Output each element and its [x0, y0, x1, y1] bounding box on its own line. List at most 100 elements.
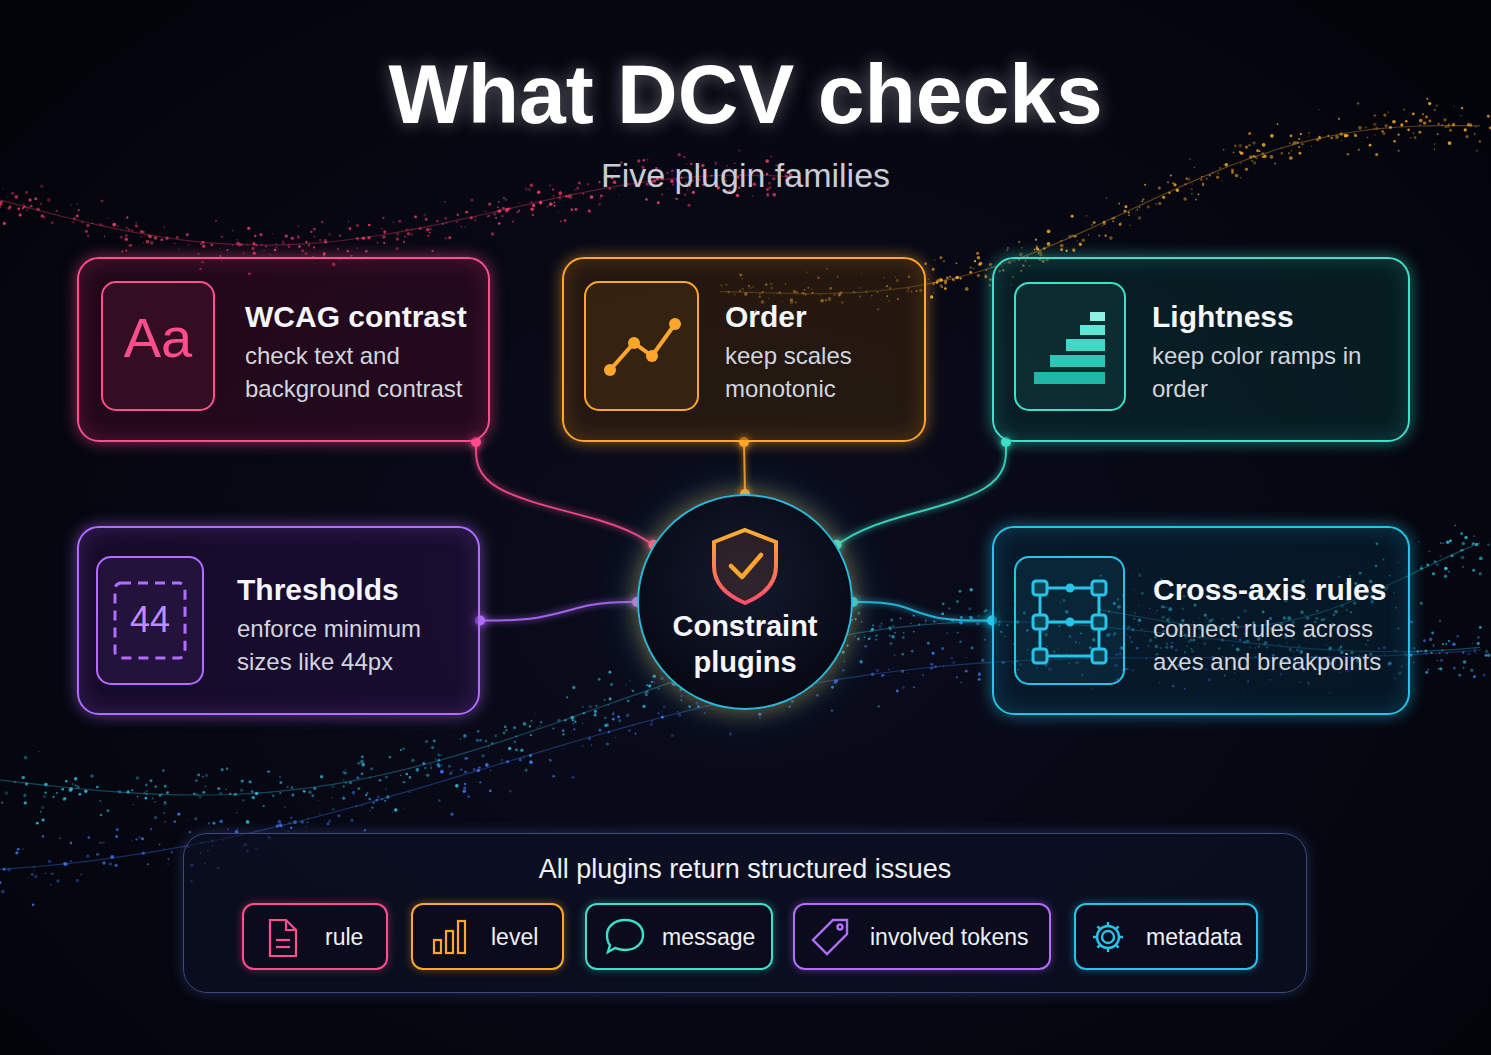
svg-shape [575, 208, 578, 211]
svg-shape [252, 796, 255, 799]
svg-shape [346, 249, 349, 252]
svg-shape [932, 268, 935, 271]
svg-shape [498, 222, 501, 225]
svg-shape [968, 607, 971, 610]
svg-shape [0, 881, 1, 884]
svg-shape [357, 762, 359, 764]
svg-shape [96, 786, 99, 789]
svg-shape [965, 287, 969, 291]
svg-shape [189, 831, 191, 833]
svg-shape [678, 691, 679, 692]
svg-shape [738, 149, 740, 151]
svg-shape [1426, 98, 1428, 100]
svg-shape [1357, 102, 1359, 104]
svg-shape [1233, 151, 1235, 153]
svg-shape [267, 771, 269, 773]
svg-shape [41, 806, 44, 809]
svg-shape [117, 225, 119, 227]
svg-shape [332, 785, 335, 788]
icon-frame [1015, 283, 1125, 410]
svg-shape [473, 768, 476, 771]
box-heading: Cross-axis rules [1153, 572, 1396, 608]
hub-circle: Constraint plugins [637, 494, 853, 710]
svg-shape [1425, 671, 1428, 674]
svg-shape [1392, 120, 1396, 124]
svg-shape [34, 197, 37, 200]
svg-shape [1472, 569, 1475, 572]
svg-shape [125, 234, 128, 237]
svg-shape [854, 635, 856, 637]
svg-shape [1476, 149, 1478, 151]
svg-shape [71, 204, 73, 206]
svg-shape [429, 232, 431, 234]
svg-shape [1300, 133, 1302, 135]
svg-shape [301, 249, 304, 252]
svg-shape [345, 769, 346, 770]
svg-shape [609, 698, 612, 701]
svg-shape [1440, 555, 1442, 557]
svg-shape [523, 722, 527, 726]
svg-shape [598, 181, 600, 183]
svg-shape [135, 838, 137, 840]
box-description: keep color ramps in order [1152, 339, 1396, 405]
svg-shape [872, 624, 874, 626]
svg-shape [965, 670, 968, 673]
svg-shape [331, 797, 332, 798]
svg-shape [663, 706, 666, 709]
svg-shape [1423, 639, 1426, 642]
svg-shape [1142, 198, 1144, 200]
svg-shape [1112, 221, 1114, 223]
svg-shape [241, 780, 244, 783]
svg-shape [973, 267, 975, 269]
svg-shape [635, 733, 637, 735]
svg-shape [984, 275, 987, 278]
box-heading: Lightness [1152, 299, 1396, 335]
svg-shape [1347, 153, 1350, 156]
svg-shape [1050, 355, 1105, 367]
svg-shape [1137, 209, 1138, 210]
svg-shape [446, 931, 453, 953]
svg-shape [279, 776, 281, 778]
svg-shape [133, 804, 134, 805]
svg-shape [1060, 248, 1063, 251]
svg-shape [505, 198, 508, 201]
svg-shape [560, 220, 562, 222]
svg-shape [512, 221, 514, 223]
svg-shape [931, 663, 934, 666]
svg-shape [612, 713, 614, 715]
svg-shape [604, 699, 606, 701]
svg-shape [489, 790, 492, 793]
svg-shape [424, 767, 426, 769]
svg-shape [47, 198, 51, 202]
svg-shape [364, 829, 367, 832]
svg-shape [467, 795, 470, 798]
svg-shape [1098, 588, 1101, 656]
svg-shape [1439, 620, 1442, 623]
svg-shape [3, 222, 6, 225]
svg-shape [911, 650, 914, 653]
svg-shape [164, 801, 166, 803]
svg-shape [17, 207, 20, 210]
svg-shape [1384, 124, 1387, 127]
svg-shape [960, 681, 962, 683]
connector-line [744, 442, 745, 494]
svg-shape [562, 748, 563, 749]
svg-shape [1006, 249, 1008, 251]
svg-shape [582, 723, 583, 724]
svg-shape [404, 781, 406, 783]
svg-shape [1458, 674, 1461, 677]
svg-shape [308, 791, 311, 794]
svg-shape [1455, 525, 1456, 526]
box-heading: WCAG contrast [245, 299, 476, 335]
svg-shape [941, 647, 944, 650]
svg-shape [1036, 245, 1038, 247]
svg-shape [549, 759, 552, 762]
svg-shape [1139, 207, 1141, 209]
svg-shape [166, 791, 169, 794]
svg-shape [864, 636, 866, 638]
icon-glyph: Aa [102, 306, 214, 370]
chip-label: metadata [1146, 922, 1242, 952]
svg-shape [431, 250, 433, 252]
svg-shape [288, 246, 290, 248]
svg-shape [477, 730, 479, 732]
